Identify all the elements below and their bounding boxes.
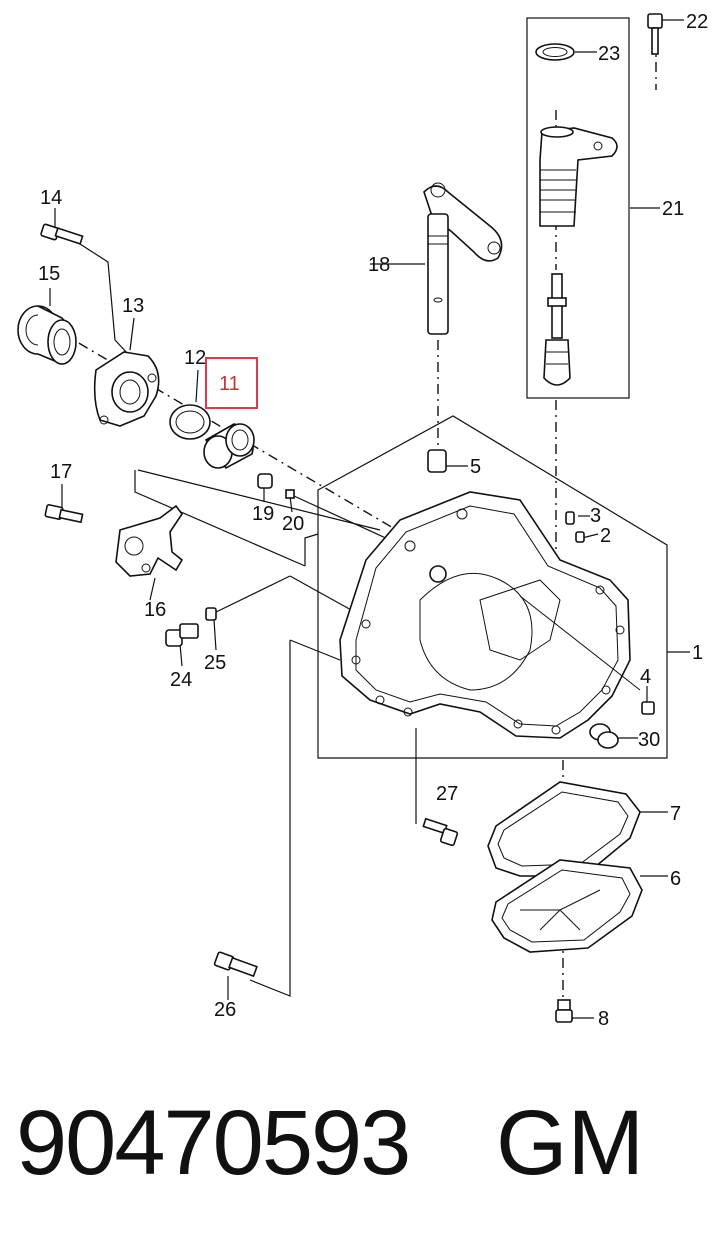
callout-21: 21 xyxy=(662,198,684,220)
callout-24: 24 xyxy=(170,669,192,691)
speedometer-driven-gear-icon xyxy=(539,127,618,227)
callout-5: 5 xyxy=(470,456,481,478)
callout-14: 14 xyxy=(40,187,62,209)
callout-4: 4 xyxy=(640,666,651,688)
callout-6: 6 xyxy=(670,868,681,890)
oil-pan-group xyxy=(487,781,643,1023)
callout-25: 25 xyxy=(204,652,226,674)
callout-23: 23 xyxy=(598,43,620,65)
bearing-11-icon xyxy=(203,423,255,470)
plug-19-icon xyxy=(257,473,273,489)
callout-13: 13 xyxy=(122,295,144,317)
speedometer-group-frame xyxy=(526,17,630,399)
shift-fork-16-icon xyxy=(115,504,184,577)
transmission-housing-1-icon xyxy=(339,491,655,847)
brand-name: GM xyxy=(496,1092,645,1194)
breather-3-icon xyxy=(565,511,575,525)
release-components xyxy=(17,223,295,978)
highlight-box-11 xyxy=(205,357,258,409)
callout-19: 19 xyxy=(252,503,274,525)
shift-lever-icon xyxy=(423,185,503,262)
callout-20: 20 xyxy=(282,513,304,535)
callout-17: 17 xyxy=(50,461,72,483)
drain-plug-8-icon xyxy=(557,999,571,1011)
callout-22: 22 xyxy=(686,11,708,33)
seal-5-icon xyxy=(427,449,447,473)
sensor-24-icon xyxy=(165,623,199,647)
callout-8: 8 xyxy=(598,1008,609,1030)
callout-3: 3 xyxy=(590,505,601,527)
callout-11: 11 xyxy=(219,373,240,395)
callout-7: 7 xyxy=(670,803,681,825)
leader-lines xyxy=(49,19,690,1019)
speedometer-drive-group xyxy=(535,13,663,386)
shift-shaft-18 xyxy=(423,182,503,473)
gasket-7-icon xyxy=(487,781,641,877)
o-ring-23-icon xyxy=(535,43,575,61)
callout-30: 30 xyxy=(638,729,660,751)
callout-1: 1 xyxy=(692,642,703,664)
callout-27: 27 xyxy=(436,783,458,805)
release-fork-13-icon xyxy=(93,351,160,427)
callout-12: 12 xyxy=(184,347,206,369)
part-footer: 90470593 GM xyxy=(0,1088,728,1198)
callout-2: 2 xyxy=(600,525,611,547)
plug-4-icon xyxy=(641,701,655,715)
callout-labels: 22 23 21 14 18 15 13 12 11 5 17 19 20 3 … xyxy=(38,11,708,1030)
release-bearing-15-icon xyxy=(17,305,77,365)
callout-16: 16 xyxy=(144,599,166,621)
part-number: 90470593 xyxy=(16,1092,411,1194)
vent-2-icon xyxy=(575,531,585,543)
bolt-22-icon xyxy=(647,13,663,29)
callout-26: 26 xyxy=(214,999,236,1021)
drain-plug-30-icon xyxy=(589,723,619,749)
callout-18: 18 xyxy=(368,254,390,276)
plug-25-icon xyxy=(205,607,217,621)
pin-20-icon xyxy=(285,489,295,499)
snap-ring-12-icon xyxy=(169,404,211,440)
callout-15: 15 xyxy=(38,263,60,285)
